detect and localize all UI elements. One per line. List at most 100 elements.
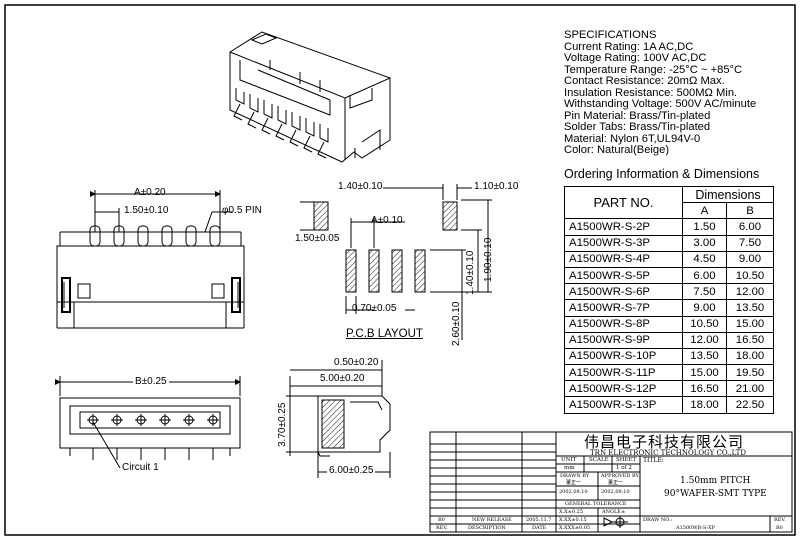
spec-line: Solder Tabs: Brass/Tin-plated [564, 121, 711, 133]
title-label: TITLE: [643, 457, 664, 464]
part-cell: A1500WR-S-3P [564, 234, 683, 252]
rev-row-date: 2005.11.7 [526, 517, 552, 523]
part-cell: A1500WR-S-10P [564, 347, 683, 366]
dim-pcb-a: A±0.10 [371, 215, 403, 226]
part-cell: A1500WR-S-8P [564, 315, 683, 333]
spec-line: Insulation Resistance: 500MΩ Min. [564, 86, 738, 99]
tolerance-3: X.XXX±0.05 [559, 525, 591, 531]
company-name-cn: 伟昌电子科技有限公司 [584, 433, 745, 451]
tolerance-1: X.X±0.25 [559, 509, 584, 515]
spec-line: Pin Material: Brass/Tin-plated [564, 109, 711, 122]
a-cell: 9.00 [682, 299, 727, 317]
b-cell: 19.50 [726, 364, 774, 382]
spec-line: Color: Natural(Beige) [564, 144, 670, 156]
part-cell: A1500WR-S-13P [564, 396, 683, 414]
sheet-value: 1 of 2 [616, 465, 632, 471]
pcb-layout-title: P.C.B LAYOUT [346, 328, 423, 340]
scale-label: SCALE [589, 457, 609, 463]
rev-value: B0 [776, 525, 783, 531]
spec-line: Voltage Rating: 100V AC,DC [564, 52, 707, 64]
drawn-by-label: DRAWN BY [560, 473, 590, 479]
company-name-en: TRN ELECTRONIC TECHNOLOGY CO.,LTD [590, 449, 746, 457]
part-cell: A1500WR-S-5P [564, 266, 683, 285]
a-cell: 10.50 [682, 315, 727, 333]
header-description: DESCRIPTION [468, 525, 506, 531]
dim-pitch: 1.50±0.10 [124, 205, 169, 216]
title-block [429, 431, 793, 533]
dim-pin-dia: φ0.5 PIN [222, 205, 262, 216]
part-cell: A1500WR-S-4P [564, 250, 683, 268]
a-cell: 1.50 [682, 218, 727, 236]
header-rev: REV. [436, 525, 448, 531]
part-cell: A1500WR-S-2P [564, 218, 683, 236]
unit-label: UNIT [561, 457, 577, 463]
dim-pcb-070: 0.70±0.05 [352, 303, 397, 314]
dim-pcb-190v: 1.90±0.10 [483, 237, 494, 282]
dim-pcb-110: 1.10±0.10 [474, 181, 519, 192]
pcb-layout [300, 184, 492, 340]
a-cell: 3.00 [682, 234, 727, 252]
col-dims-header: Dimensions [682, 185, 774, 204]
spec-line: Withstanding Voltage: 500V AC/minute [564, 98, 757, 110]
approved-by-name: 董正一 [608, 480, 624, 486]
a-cell: 16.50 [682, 380, 727, 398]
angle-label: ANGLE± [602, 509, 626, 515]
b-cell: 13.50 [726, 299, 774, 317]
b-cell: 18.00 [726, 347, 774, 366]
dim-side-600: 6.00±0.25 [327, 465, 376, 476]
dim-a-front: A±0.20 [134, 187, 166, 198]
title-line-1: 1.50mm PITCH [680, 476, 751, 486]
spec-heading: SPECIFICATIONS [564, 29, 657, 41]
b-cell: 21.00 [726, 380, 774, 398]
tolerance-2: X.XX±0.15 [559, 517, 587, 523]
b-cell: 10.50 [726, 266, 774, 285]
circuit-1-label: Circuit 1 [122, 462, 159, 473]
dim-pcb-140: 1.40±0.10 [338, 181, 383, 192]
a-cell: 13.50 [682, 347, 727, 366]
a-cell: 7.50 [682, 283, 727, 301]
spec-line: Current Rating: 1A AC,DC [564, 40, 694, 53]
rev-label: REV. [774, 517, 786, 523]
drawing-no: A1500WR-S-XP [676, 525, 715, 531]
dim-pcb-260v: 2.60±0.10 [451, 301, 462, 346]
col-part-header: PART NO. [564, 185, 683, 220]
part-cell: A1500WR-S-7P [564, 299, 683, 317]
dim-pcb-140v: 1.40±0.10 [465, 250, 476, 295]
approved-by-label: APPROVED BY [601, 473, 639, 479]
dim-side-500: 5.00±0.20 [320, 373, 365, 384]
iso-view [229, 31, 391, 163]
top-view [55, 376, 241, 469]
a-cell: 6.00 [682, 266, 727, 285]
a-cell: 4.50 [682, 250, 727, 268]
b-cell: 6.00 [726, 218, 774, 236]
unit-value: mm [564, 465, 575, 471]
a-cell: 12.00 [682, 331, 727, 349]
b-cell: 16.50 [726, 331, 774, 349]
spec-line: Contact Resistance: 20mΩ Max. [564, 75, 725, 87]
b-cell: 22.50 [726, 396, 774, 414]
front-view [56, 190, 245, 329]
drawn-by-name: 董正一 [566, 480, 582, 486]
a-cell: 15.00 [682, 364, 727, 382]
b-cell: 15.00 [726, 315, 774, 333]
spec-line: Temperature Range: -25°C ~ +85°C [564, 63, 743, 76]
sheet-label: SHEET [616, 457, 637, 463]
dim-b: B±0.25 [133, 376, 169, 387]
part-cell: A1500WR-S-11P [564, 364, 683, 382]
rev-row-rev: B0 [438, 517, 445, 523]
part-cell: A1500WR-S-12P [564, 380, 683, 398]
